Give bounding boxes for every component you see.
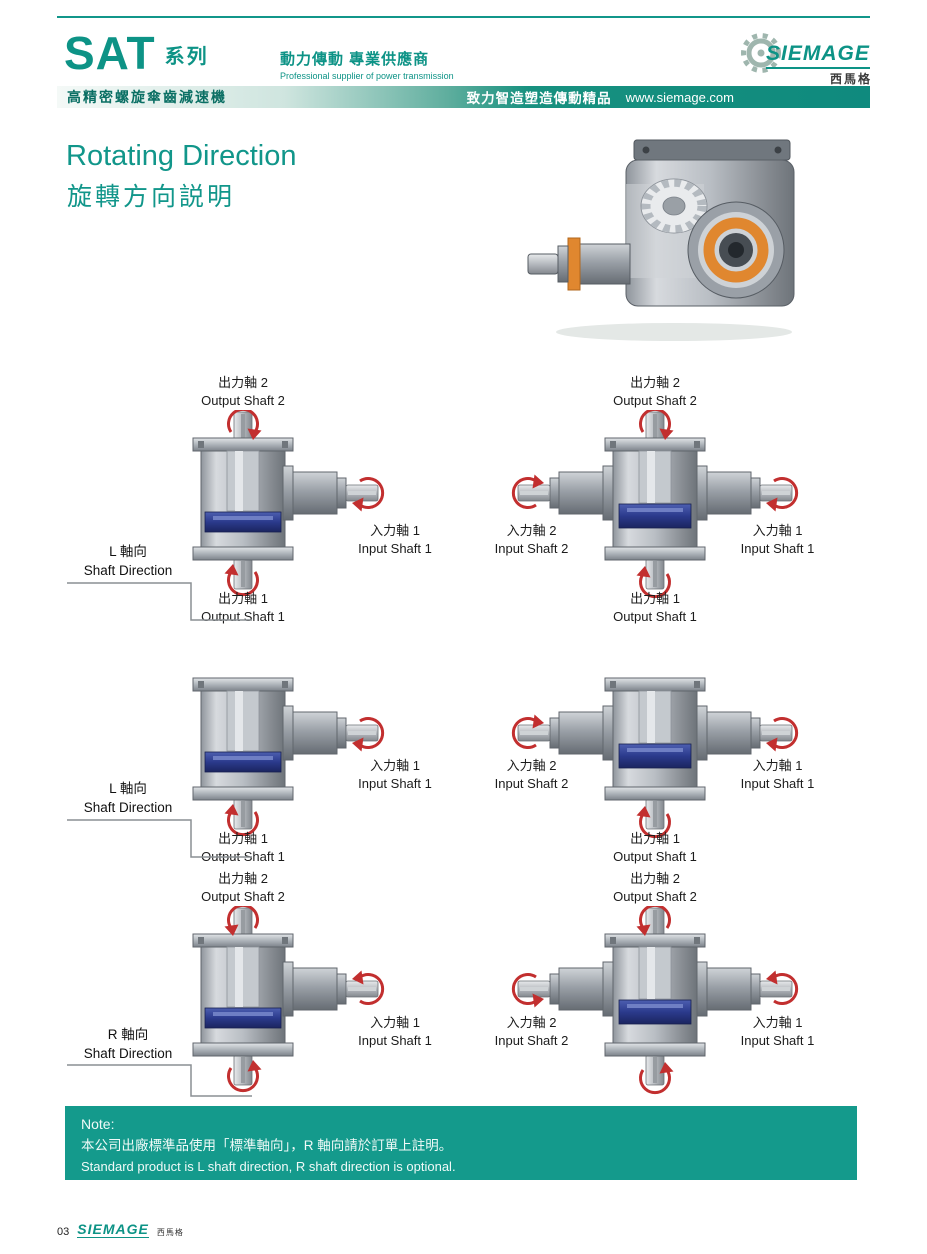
label-cn: 入力軸 2 — [506, 758, 557, 773]
label-cn: 入力軸 1 — [370, 1015, 420, 1030]
label-en: Output Shaft 1 — [613, 609, 697, 625]
company-slogan: 動力傳動 專業供應商 Professional supplier of powe… — [280, 48, 454, 81]
direction-cn: L 軸向 — [109, 544, 147, 559]
direction-label-row3: R 軸向 Shaft Direction — [63, 1026, 193, 1064]
label-en: Input Shaft 1 — [740, 776, 815, 792]
series-title: SAT 系列 — [64, 30, 209, 76]
website-url: www.siemage.com — [625, 89, 734, 105]
label-input-shaft-1: 入力軸 1 Input Shaft 1 — [720, 757, 835, 793]
series-suffix: 系列 — [164, 46, 209, 68]
label-en: Input Shaft 2 — [494, 776, 569, 792]
label-cn: 出力軸 2 — [630, 871, 680, 886]
label-output-shaft-1: 出力軸 1 Output Shaft 1 — [595, 590, 715, 626]
label-en: Input Shaft 1 — [358, 776, 432, 792]
label-en: Output Shaft 2 — [201, 889, 285, 905]
label-input-shaft-1: 入力軸 1 Input Shaft 1 — [340, 757, 450, 793]
label-en: Input Shaft 1 — [358, 541, 432, 557]
banner-product-line: 高精密螺旋傘齒減速機 — [67, 91, 227, 106]
label-en: Input Shaft 2 — [494, 541, 569, 557]
direction-connector-row1 — [67, 582, 252, 621]
page-title-en: Rotating Direction — [66, 140, 297, 172]
label-cn: 出力軸 2 — [218, 375, 268, 390]
label-cn: 出力軸 2 — [218, 871, 268, 886]
label-output-shaft-2: 出力軸 2 Output Shaft 2 — [595, 870, 715, 906]
label-cn: 出力軸 1 — [218, 591, 268, 606]
brand-logo: SIEMAGE 西馬格 — [741, 32, 872, 86]
label-input-shaft-1: 入力軸 1 Input Shaft 1 — [720, 1014, 835, 1050]
label-input-shaft-2: 入力軸 2 Input Shaft 2 — [474, 1014, 589, 1050]
label-cn: 出力軸 1 — [218, 831, 268, 846]
label-cn: 入力軸 1 — [370, 758, 420, 773]
direction-connector-row2 — [67, 819, 252, 858]
footer-brand-cn: 西馬格 — [156, 1228, 184, 1237]
direction-en: Shaft Direction — [83, 562, 173, 578]
direction-connector-row3 — [67, 1064, 252, 1097]
page-title-cn: 旋轉方向説明 — [67, 183, 236, 211]
label-output-shaft-1: 出力軸 1 Output Shaft 1 — [595, 830, 715, 866]
page-footer: 03 SIEMAGE 西馬格 — [57, 1222, 184, 1238]
label-input-shaft-2: 入力軸 2 Input Shaft 2 — [474, 757, 589, 793]
gearbox-diagram-row3-right — [505, 906, 805, 1116]
label-en: Output Shaft 2 — [201, 393, 285, 409]
label-cn: 入力軸 1 — [752, 758, 803, 773]
label-cn: 入力軸 1 — [370, 523, 420, 538]
note-title: Note: — [81, 1116, 115, 1132]
label-cn: 入力軸 1 — [752, 523, 803, 538]
label-en: Input Shaft 2 — [494, 1033, 569, 1049]
header-banner: 高精密螺旋傘齒減速機 致力智造塑造傳動精品 www.siemage.com — [57, 86, 870, 108]
gearbox-diagram-row1-right — [511, 410, 799, 599]
label-input-shaft-1: 入力軸 1 Input Shaft 1 — [340, 1014, 450, 1050]
slogan-en: Professional supplier of power transmiss… — [280, 71, 454, 81]
slogan-cn: 動力傳動 專業供應商 — [280, 51, 430, 68]
note-box: Note: 本公司出廠標準品使用「標準軸向」，R 軸向請於訂單上註明。 Stan… — [65, 1106, 857, 1180]
label-cn: 入力軸 2 — [506, 523, 557, 538]
direction-cn: R 軸向 — [107, 1027, 149, 1042]
label-en: Output Shaft 1 — [613, 849, 697, 865]
label-en: Output Shaft 2 — [613, 393, 697, 409]
note-line-en: Standard product is L shaft direction, R… — [81, 1158, 456, 1174]
direction-label-row1: L 軸向 Shaft Direction — [63, 543, 193, 581]
label-en: Input Shaft 1 — [740, 541, 815, 557]
label-en: Output Shaft 2 — [613, 889, 697, 905]
label-output-shaft-2: 出力軸 2 Output Shaft 2 — [183, 374, 303, 410]
direction-en: Shaft Direction — [83, 1045, 173, 1061]
direction-en: Shaft Direction — [83, 799, 173, 815]
label-input-shaft-1: 入力軸 1 Input Shaft 1 — [720, 522, 835, 558]
label-cn: 入力軸 1 — [752, 1015, 803, 1030]
banner-tagline: 致力智造塑造傳動精品 — [466, 91, 612, 106]
brand-name-cn: 西馬格 — [829, 72, 872, 86]
direction-label-row2: L 軸向 Shaft Direction — [63, 780, 193, 818]
header-rule — [57, 16, 870, 18]
gearbox-diagram-row2-right — [511, 677, 799, 839]
label-en: Input Shaft 1 — [740, 1033, 815, 1049]
product-photo — [527, 139, 795, 341]
footer-brand: SIEMAGE — [77, 1221, 149, 1238]
label-cn: 出力軸 1 — [630, 591, 680, 606]
label-input-shaft-1: 入力軸 1 Input Shaft 1 — [340, 522, 450, 558]
label-cn: 入力軸 2 — [506, 1015, 557, 1030]
label-en: Input Shaft 1 — [358, 1033, 432, 1049]
label-output-shaft-2: 出力軸 2 Output Shaft 2 — [183, 870, 303, 906]
direction-cn: L 軸向 — [109, 781, 147, 796]
brand-name: SIEMAGE — [766, 42, 870, 69]
label-cn: 出力軸 2 — [630, 375, 680, 390]
label-cn: 出力軸 1 — [630, 831, 680, 846]
note-line-cn: 本公司出廠標準品使用「標準軸向」，R 軸向請於訂單上註明。 — [81, 1137, 453, 1153]
gear-icon — [741, 33, 781, 73]
label-output-shaft-2: 出力軸 2 Output Shaft 2 — [595, 374, 715, 410]
series-name: SAT — [64, 27, 156, 79]
label-input-shaft-2: 入力軸 2 Input Shaft 2 — [474, 522, 589, 558]
page-number: 03 — [57, 1226, 70, 1238]
